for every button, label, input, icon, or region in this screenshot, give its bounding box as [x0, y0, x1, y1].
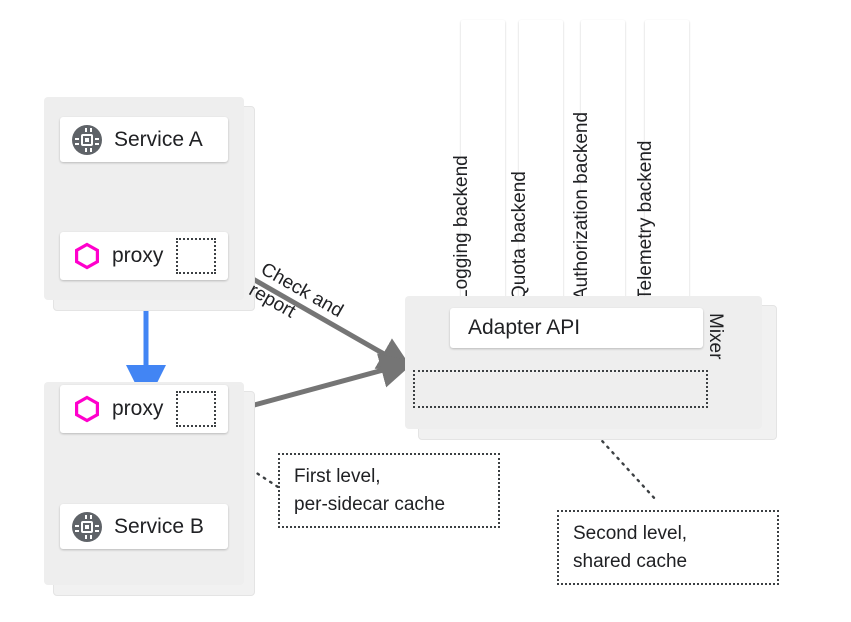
- chip-icon: [72, 511, 102, 542]
- hexagon-icon: [72, 394, 102, 424]
- first-level-callout-line2: per-sidecar cache: [294, 493, 446, 515]
- backend-label-quota: Quota backend: [509, 171, 530, 300]
- proxy-a-label: proxy: [112, 244, 164, 267]
- mixer-label: Mixer: [705, 313, 726, 360]
- backend-column-logging[interactable]: Logging backend: [451, 20, 505, 310]
- service-a-proxy-card[interactable]: proxy: [60, 232, 228, 280]
- chip-legs: [72, 125, 102, 155]
- proxy-a-cache-box[interactable]: [176, 238, 216, 274]
- backend-column-telemetry[interactable]: Telemetry backend: [635, 20, 689, 310]
- hexagon-icon: [72, 241, 102, 271]
- service-b-label: Service B: [114, 514, 204, 538]
- chip-icon: [72, 124, 102, 155]
- backend-column-authorization[interactable]: Authorization backend: [571, 20, 625, 310]
- adapter-api-label: Adapter API: [468, 316, 581, 339]
- service-b-proxy-card[interactable]: proxy: [60, 385, 228, 433]
- first-level-callout-line1: First level,: [294, 465, 381, 487]
- second-level-cache-callout[interactable]: Second level, shared cache: [557, 510, 779, 585]
- adapter-api-card[interactable]: Adapter API: [450, 308, 703, 348]
- service-a-card[interactable]: Service A: [60, 117, 228, 162]
- backend-label-logging: Logging backend: [451, 155, 472, 300]
- arrow-check-and-report-lower: [211, 353, 416, 433]
- second-level-callout-line2: shared cache: [573, 550, 688, 572]
- second-level-callout-line1: Second level,: [573, 522, 688, 544]
- proxy-b-cache-box[interactable]: [176, 391, 216, 427]
- check-and-report-label: Check and report: [244, 258, 347, 345]
- first-level-cache-callout[interactable]: First level, per-sidecar cache: [278, 453, 500, 528]
- service-a-label: Service A: [114, 127, 203, 151]
- backend-column-quota[interactable]: Quota backend: [509, 20, 563, 310]
- backend-label-telemetry: Telemetry backend: [635, 140, 656, 300]
- backend-label-authorization: Authorization backend: [571, 111, 592, 300]
- mixer-shared-cache-box[interactable]: [413, 370, 708, 408]
- service-b-card[interactable]: Service B: [60, 504, 228, 549]
- proxy-b-label: proxy: [112, 397, 164, 420]
- chip-legs: [72, 512, 102, 542]
